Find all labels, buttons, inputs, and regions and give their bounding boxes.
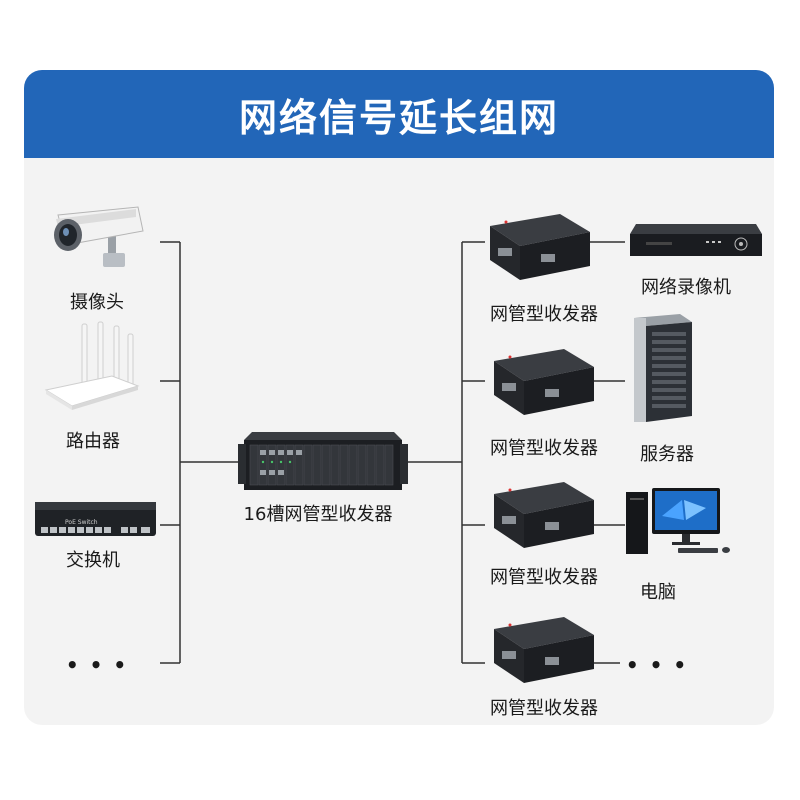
transceiver-label-4: 网管型收发器 [490, 698, 598, 719]
title-banner: 网络信号延长组网 [24, 70, 774, 158]
switch-icon: PoE Switch [35, 502, 156, 536]
nvr-label: 网络录像机 [641, 277, 731, 298]
chassis-icon [238, 432, 408, 490]
nvr-icon [630, 224, 762, 256]
transceiver-icon [490, 214, 590, 280]
router-label: 路由器 [66, 431, 120, 452]
transceiver-icon [494, 482, 594, 548]
right-ellipsis: • • • [625, 653, 689, 677]
transceiver-icon [494, 617, 594, 683]
camera-label: 摄像头 [70, 292, 124, 313]
server-icon [634, 314, 692, 422]
chassis-label: 16槽网管型收发器 [243, 504, 393, 525]
page-title: 网络信号延长组网 [238, 95, 559, 140]
computer-label: 电脑 [640, 582, 676, 603]
transceiver-label-2: 网管型收发器 [490, 438, 598, 459]
left-ellipsis: • • • [65, 653, 129, 677]
switch-device-text: PoE Switch [65, 519, 98, 526]
router-icon [44, 321, 140, 410]
server-label: 服务器 [640, 444, 694, 465]
camera-icon [54, 206, 144, 267]
transceiver-icon [494, 349, 594, 415]
transceiver-label-1: 网管型收发器 [490, 304, 598, 325]
switch-label: 交换机 [66, 550, 120, 571]
transceiver-label-3: 网管型收发器 [490, 567, 598, 588]
computer-icon [626, 488, 730, 554]
